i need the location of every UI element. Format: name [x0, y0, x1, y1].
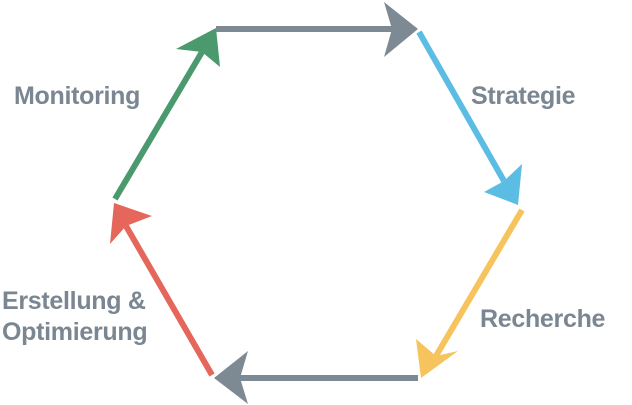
arrow-strategie	[416, 30, 507, 183]
step-label-erstellung-line1: Erstellung &	[2, 287, 146, 315]
arrowhead-recherche	[416, 339, 458, 378]
arrowhead-erstellung	[110, 203, 152, 244]
arrowhead-bottom-connector	[214, 351, 248, 404]
arrowhead-strategie	[484, 164, 522, 205]
arrow-recherche	[433, 208, 525, 358]
step-label-recherche: Recherche	[480, 305, 606, 333]
arrow-monitoring	[112, 50, 205, 201]
step-label-strategie: Strategie	[471, 82, 576, 110]
step-label-monitoring: Monitoring	[14, 82, 141, 110]
arrow-erstellung	[123, 224, 215, 377]
step-label-erstellung-line2: Optimierung	[2, 318, 148, 346]
step-label-erstellung: Erstellung & Optimierung	[2, 286, 148, 348]
arrowhead-top-connector	[384, 2, 418, 57]
arrowhead-monitoring	[176, 28, 220, 67]
